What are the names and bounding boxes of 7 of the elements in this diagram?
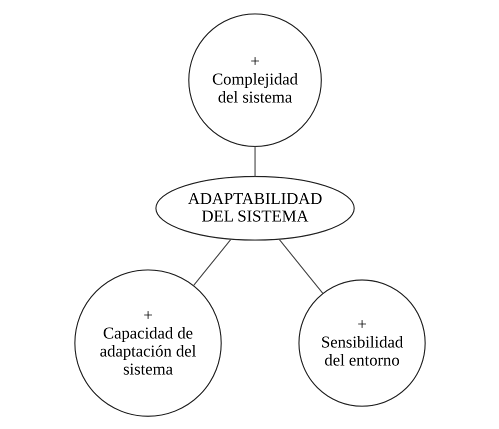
connector (278, 238, 323, 294)
connector (192, 238, 231, 286)
node-circle: + Sensibilidad del entorno (298, 278, 426, 406)
node-circle: + Complejidad del sistema (188, 12, 322, 147)
connector (254, 146, 256, 176)
node-ellipse: ADAPTABILIDAD DEL SISTEMA (154, 175, 354, 240)
node-circle: + Capacidad de adaptación del sistema (74, 268, 222, 416)
